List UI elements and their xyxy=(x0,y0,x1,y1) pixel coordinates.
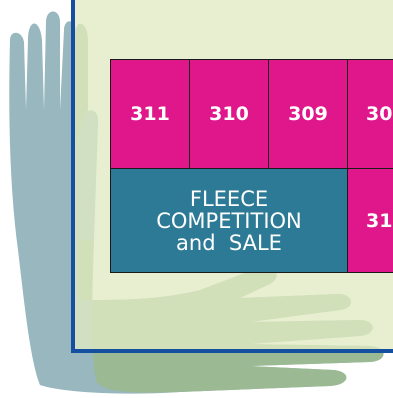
booth-311[interactable]: 311 xyxy=(110,59,190,169)
booth-309[interactable]: 309 xyxy=(268,59,348,169)
booth-308[interactable]: 30 xyxy=(347,59,393,169)
fleece-line-2: COMPETITION xyxy=(156,210,302,232)
hall-wall-left xyxy=(71,0,75,352)
hall-wall-bottom xyxy=(71,349,393,353)
fleece-line-1: FLEECE xyxy=(190,188,268,210)
fleece-competition-area[interactable]: FLEECE COMPETITION and SALE xyxy=(110,168,348,273)
booth-310[interactable]: 310 xyxy=(189,59,269,169)
booth-31x[interactable]: 31 xyxy=(347,168,393,273)
fleece-line-3: and SALE xyxy=(176,232,282,254)
